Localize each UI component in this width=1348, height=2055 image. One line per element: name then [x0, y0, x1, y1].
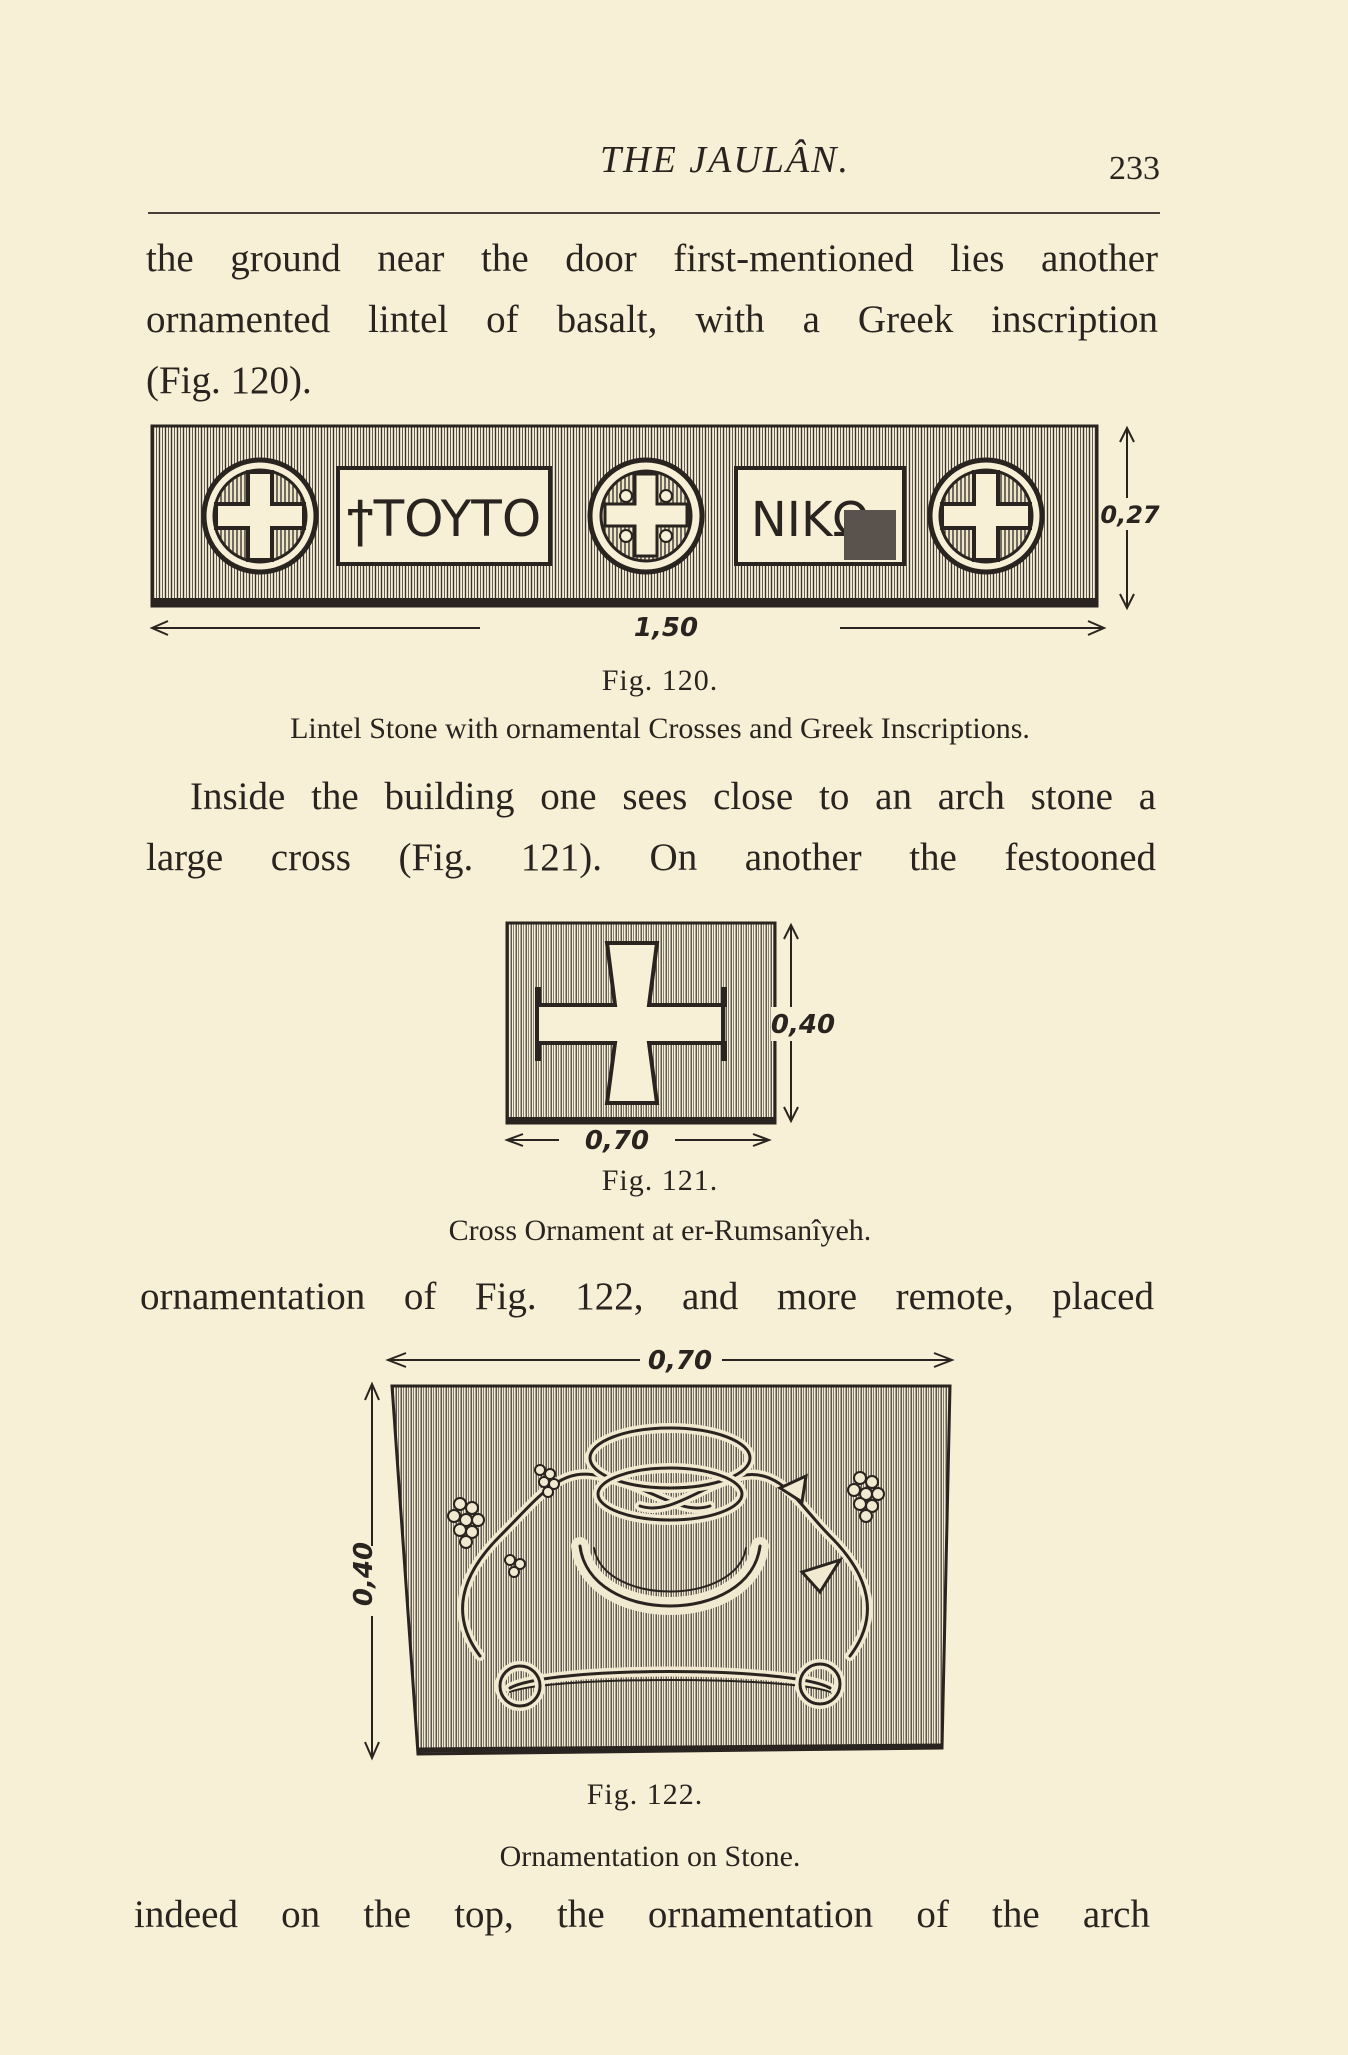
paragraph-1: the ground near the door first-mentioned… — [146, 228, 1158, 411]
grape-cluster-right — [847, 1471, 885, 1523]
paragraph-3: ornamentation of Fig. 122, and more remo… — [140, 1266, 1154, 1327]
paragraph-4: indeed on the top, the ornamentation of … — [134, 1884, 1150, 1945]
figure-120-label: Fig. 120. — [601, 664, 719, 697]
header-rule — [148, 212, 1160, 214]
text-line: large cross (Fig. 121). On another the f… — [146, 836, 1156, 879]
figure-120-caption: Lintel Stone with ornamental Crosses and… — [290, 712, 1030, 745]
lintel-width-label: 1,50 — [634, 613, 698, 643]
ornament-height-label: 0,40 — [350, 1542, 379, 1606]
cross-medallion-right — [927, 457, 1045, 575]
page-number: 233 — [1109, 150, 1160, 187]
text-line: the ground near the door first-mentioned… — [146, 237, 1158, 280]
text-line: (Fig. 120). — [146, 359, 312, 402]
running-head: THE JAULÂN. 233 — [145, 138, 1160, 188]
cross-medallion-center — [587, 457, 705, 575]
figure-121-cross-drawing: 0,40 0,70 — [504, 921, 835, 1156]
grape-cluster-small — [504, 1464, 560, 1578]
cross-width-label: 0,70 — [585, 1126, 649, 1156]
cross-height-label: 0,40 — [771, 1010, 835, 1040]
lintel-height-label: 0,27 — [1100, 501, 1160, 529]
text-line: indeed on the top, the ornamentation of … — [134, 1893, 1150, 1936]
running-title: THE JAULÂN. — [600, 139, 850, 181]
grape-cluster-left — [447, 1497, 485, 1549]
figure-122-ornament-drawing: 0,70 0,40 — [350, 1346, 955, 1761]
cross-shape — [535, 941, 727, 1105]
figure-121-label: Fig. 121. — [601, 1164, 719, 1197]
text-line: ornamented lintel of basalt, with a Gree… — [146, 298, 1158, 341]
text-line: Inside the building one sees close to an… — [190, 775, 1156, 818]
paragraph-2: Inside the building one sees close to an… — [146, 766, 1156, 888]
figure-122-label: Fig. 122. — [586, 1778, 704, 1811]
leaf-shapes — [776, 1473, 844, 1595]
inscription-left-text: ϯTOYTO — [347, 490, 541, 548]
cross-medallion-left — [201, 457, 319, 575]
figure-120-lintel-drawing: ϯTOYTO NIKΩ 0,27 1,50 — [149, 424, 1160, 643]
inscription-panel-left — [336, 466, 552, 566]
ornament-width-label: 0,70 — [648, 1346, 712, 1376]
figure-122-caption: Ornamentation on Stone. — [499, 1840, 801, 1873]
text-line: ornamentation of Fig. 122, and more remo… — [140, 1275, 1154, 1318]
figure-121-caption: Cross Ornament at er-Rumsanîyeh. — [448, 1214, 872, 1247]
